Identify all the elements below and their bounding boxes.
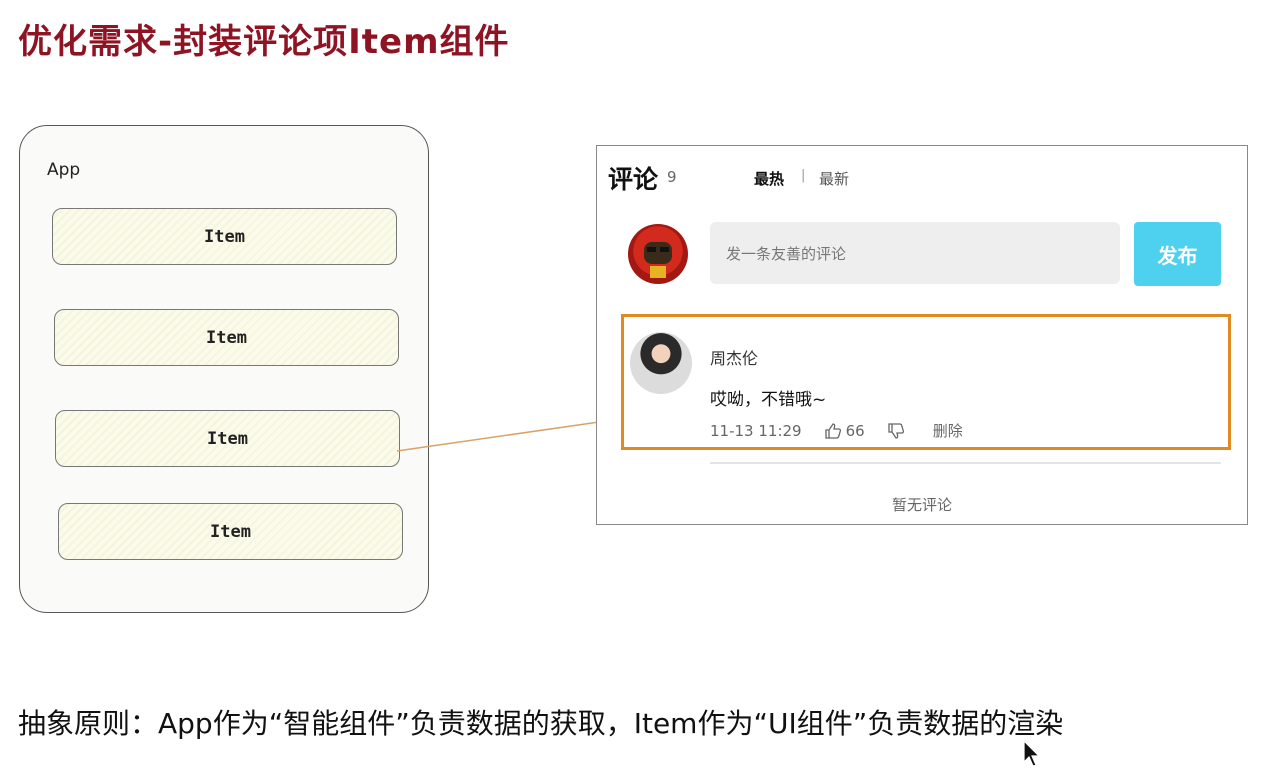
mouse-cursor-icon — [1022, 739, 1042, 772]
slide-title: 优化需求-封装评论项Item组件 — [18, 22, 510, 62]
thumbs-down-icon[interactable] — [887, 422, 905, 440]
delete-link[interactable]: 删除 — [932, 422, 963, 440]
item-box-3: Item — [55, 410, 400, 467]
tab-new[interactable]: 最新 — [819, 170, 850, 188]
item-box-1: Item — [52, 208, 397, 265]
item-box-2: Item — [54, 309, 399, 366]
comment-input[interactable]: 发一条友善的评论 — [710, 222, 1120, 284]
comment-meta: 11-13 11:29 66 删除 — [710, 420, 963, 441]
tab-separator: | — [801, 168, 806, 183]
commenter-name: 周杰伦 — [710, 349, 759, 368]
comment-count: 9 — [667, 168, 677, 186]
empty-comments-text: 暂无评论 — [891, 496, 952, 514]
comment-panel: 评论 9 最热 | 最新 发一条友善的评论 发布 周杰伦 哎呦，不错哦~ 11-… — [596, 145, 1248, 525]
app-label: App — [47, 160, 81, 180]
like-count: 66 — [845, 421, 865, 440]
thumbs-up-icon[interactable] — [824, 422, 842, 440]
publish-button[interactable]: 发布 — [1134, 222, 1221, 286]
comment-text: 哎呦，不错哦~ — [710, 390, 827, 410]
comment-time: 11-13 11:29 — [710, 421, 802, 440]
commenter-avatar — [630, 332, 692, 394]
tab-hot[interactable]: 最热 — [754, 170, 785, 188]
item-box-4: Item — [58, 503, 403, 560]
current-user-avatar — [628, 224, 688, 284]
divider — [710, 462, 1221, 464]
comment-input-placeholder: 发一条友善的评论 — [726, 244, 847, 263]
comment-section-title: 评论 — [608, 165, 659, 194]
comment-item-highlight: 周杰伦 哎呦，不错哦~ 11-13 11:29 66 删除 — [621, 314, 1231, 450]
principle-caption: 抽象原则：App作为“智能组件”负责数据的获取，Item作为“UI组件”负责数据… — [18, 707, 1064, 740]
